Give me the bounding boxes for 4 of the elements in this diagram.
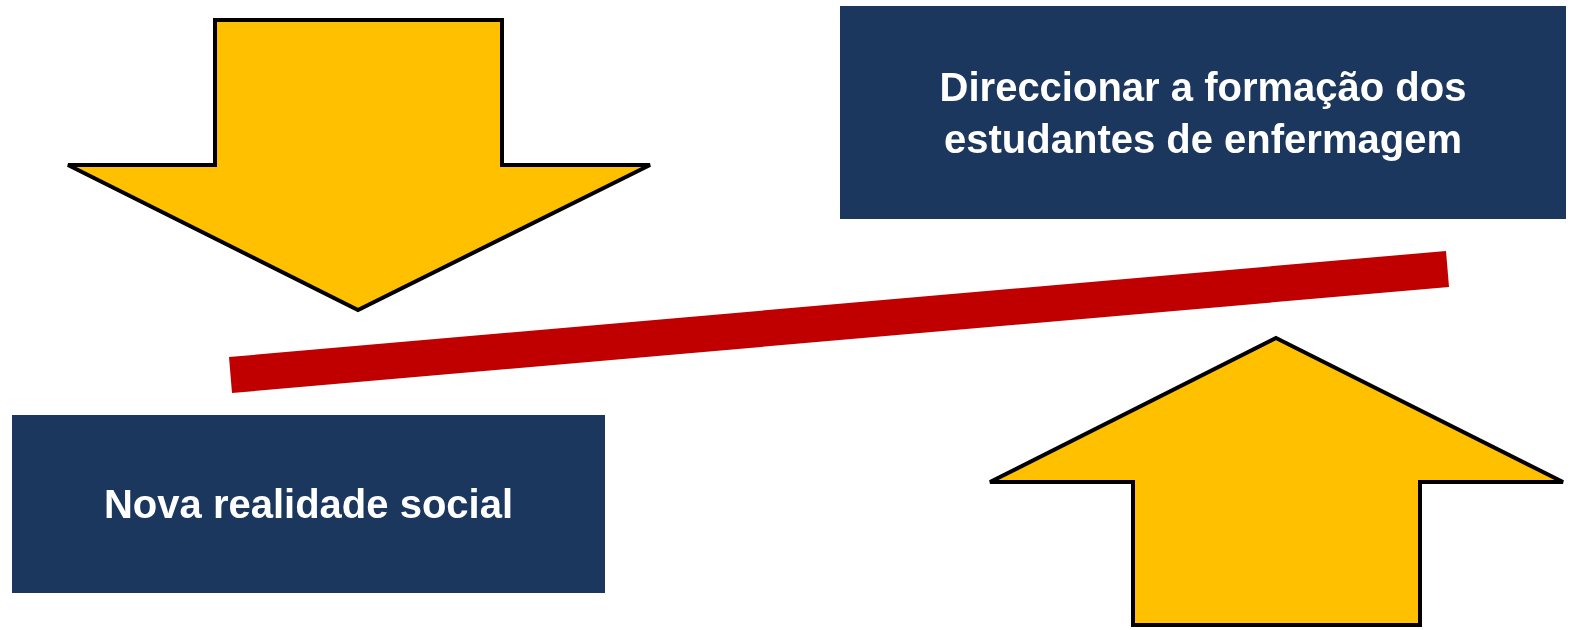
text-box: [840, 6, 1566, 219]
text-box: [12, 415, 605, 593]
box-text: Direccionar a formação dos estudantes de enfermagem: [938, 63, 1468, 163]
box-text: Nova realidade social: [103, 481, 514, 528]
